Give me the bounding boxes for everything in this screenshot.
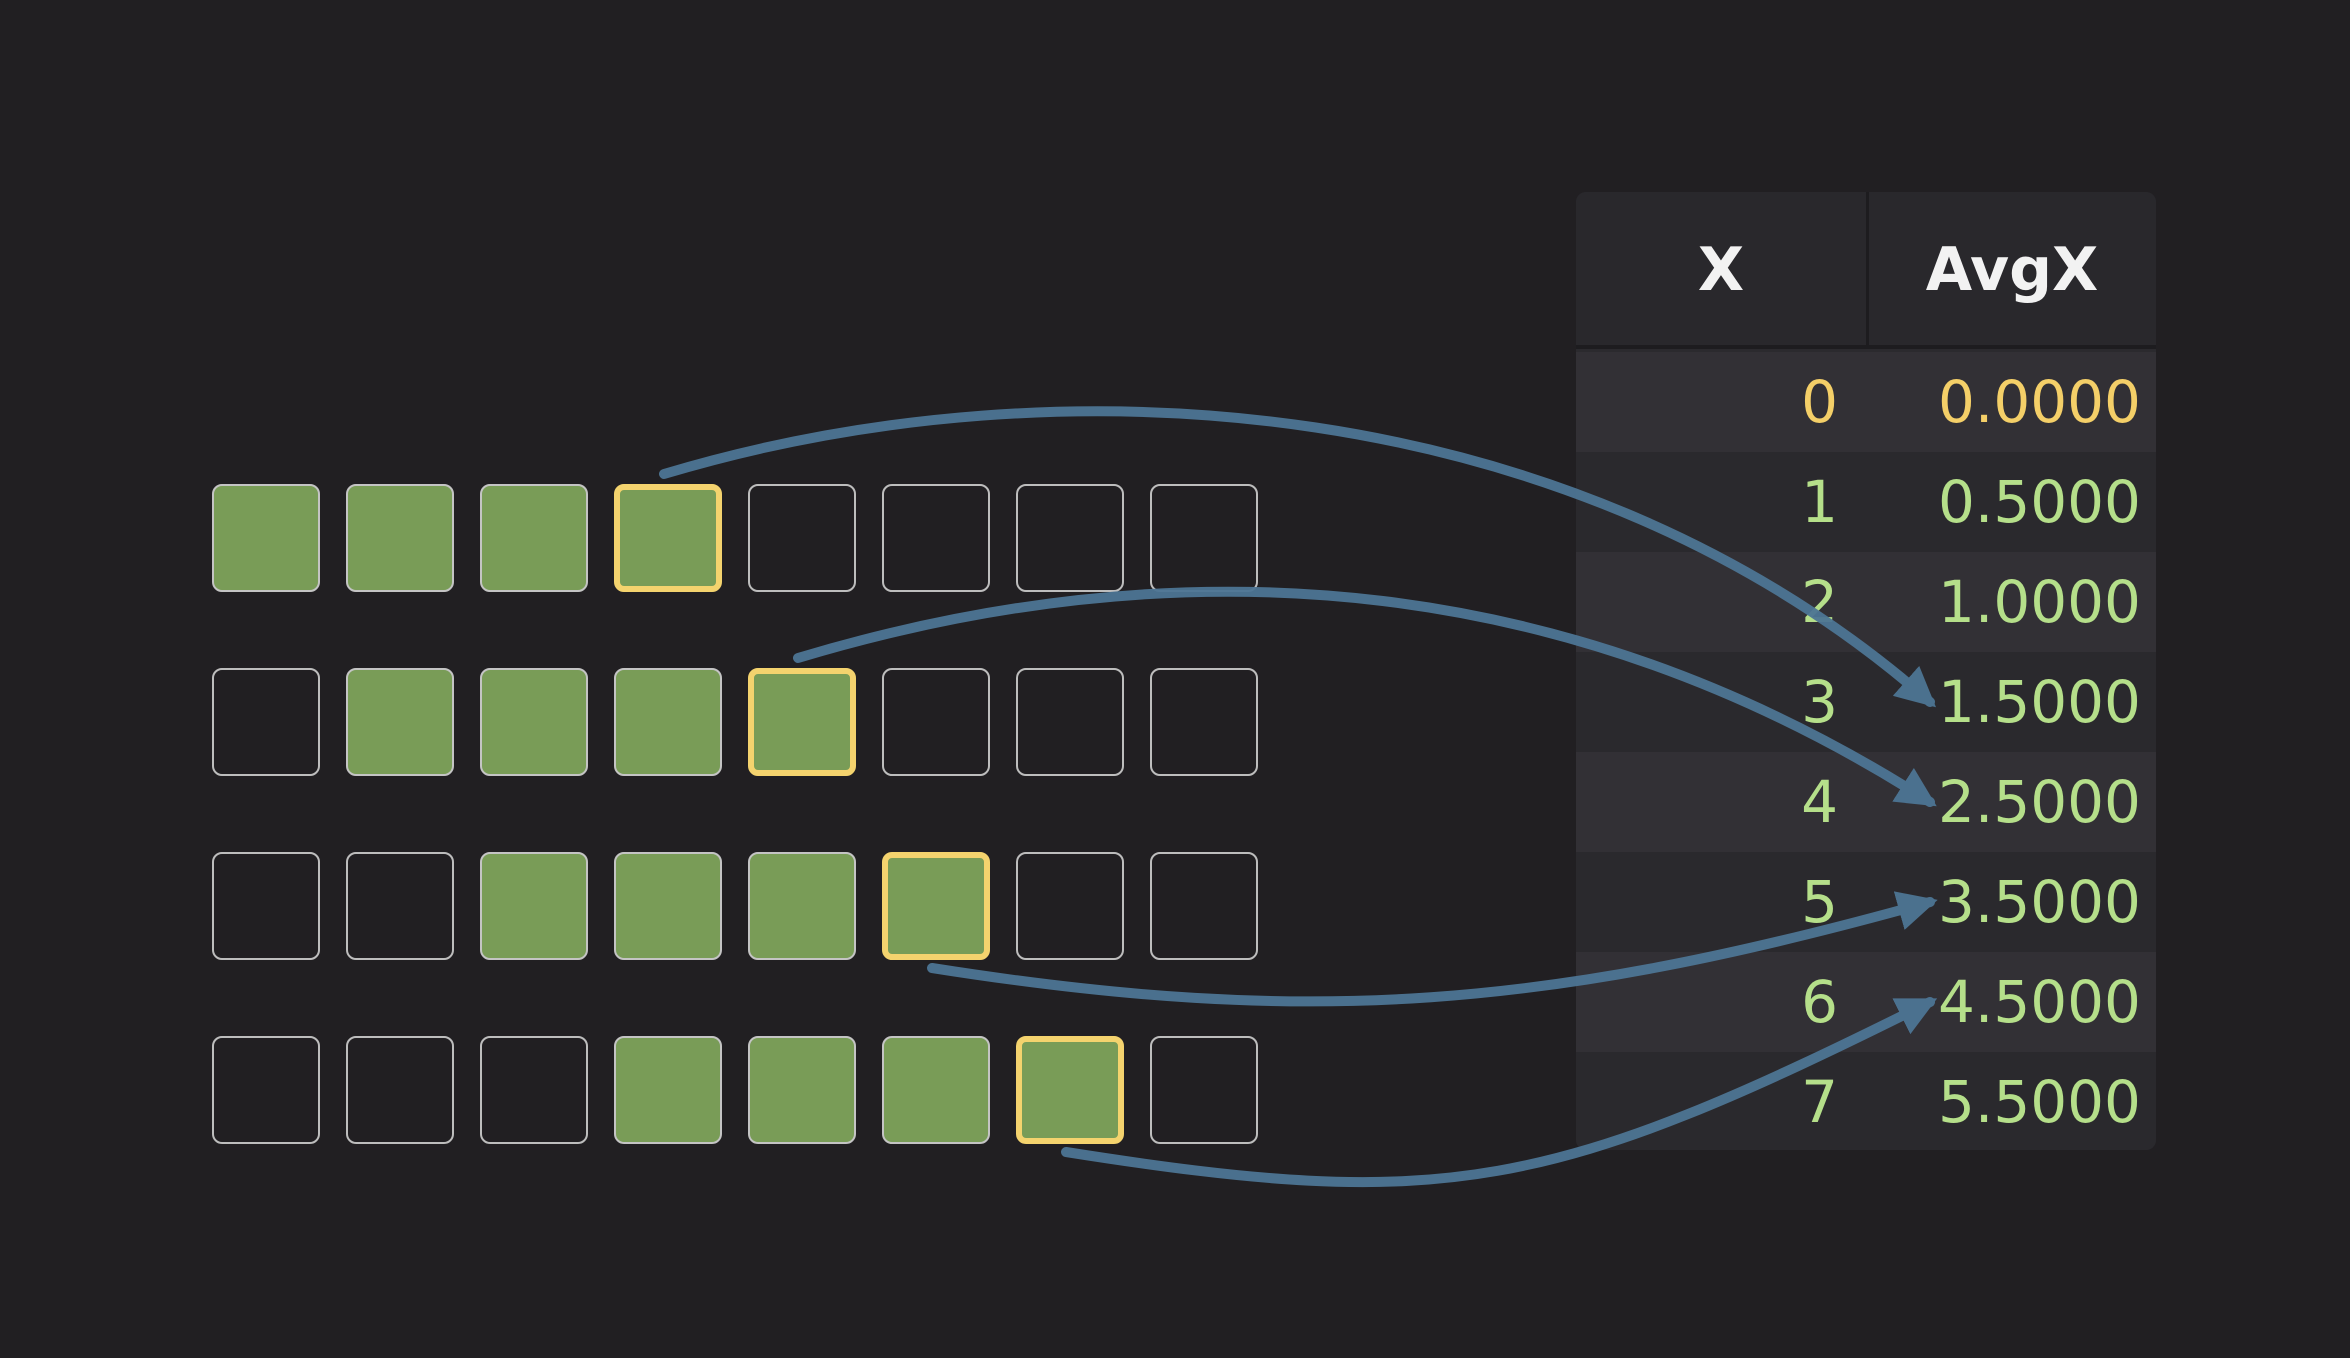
cell-avgx: 3.5000 [1938,868,2141,936]
cell-avgx: 1.5000 [1938,668,2141,736]
table-row: 6 4.5000 [1576,952,2156,1052]
window-cell [346,484,454,592]
cell-avgx: 0.0000 [1938,368,2141,436]
cell-x: 1 [1801,468,1838,536]
window-cell [748,1036,856,1144]
empty-cell [748,484,856,592]
table-row: 4 2.5000 [1576,752,2156,852]
header-divider [1866,192,1869,348]
current-cell [882,852,990,960]
table-header: X AvgX [1576,192,2156,349]
cell-x: 2 [1801,568,1838,636]
window-cell [748,852,856,960]
column-header-avgx: AvgX [1925,235,2099,305]
empty-cell [882,668,990,776]
empty-cell [1016,484,1124,592]
window-cell [480,852,588,960]
current-cell [1016,1036,1124,1144]
empty-cell [346,852,454,960]
cell-x: 5 [1801,868,1838,936]
table-row: 0 0.0000 [1576,352,2156,452]
empty-cell [212,852,320,960]
window-cell [882,1036,990,1144]
avg-table: X AvgX 0 0.0000 1 0.5000 2 1.0000 3 1.5000 4 2.50… [1576,192,2156,1150]
empty-cell [1150,1036,1258,1144]
column-header-x: X [1697,235,1745,305]
table-row: 1 0.5000 [1576,452,2156,552]
window-cell [212,484,320,592]
cell-avgx: 5.5000 [1938,1068,2141,1136]
empty-cell [346,1036,454,1144]
empty-cell [212,668,320,776]
cell-x: 0 [1801,368,1838,436]
cell-avgx: 2.5000 [1938,768,2141,836]
header-bottom-divider [1576,345,2156,349]
table-row: 2 1.0000 [1576,552,2156,652]
empty-cell [1016,852,1124,960]
window-cell [614,852,722,960]
empty-cell [212,1036,320,1144]
table-row: 3 1.5000 [1576,652,2156,752]
cell-x: 4 [1801,768,1838,836]
current-cell [748,668,856,776]
empty-cell [1150,484,1258,592]
cell-x: 3 [1801,668,1838,736]
cell-avgx: 1.0000 [1938,568,2141,636]
window-cell [480,668,588,776]
current-cell [614,484,722,592]
cell-avgx: 4.5000 [1938,968,2141,1036]
cell-x: 7 [1801,1068,1838,1136]
empty-cell [1150,668,1258,776]
table-row: 7 5.5000 [1576,1052,2156,1150]
cell-avgx: 0.5000 [1938,468,2141,536]
window-cell [614,1036,722,1144]
window-cell [346,668,454,776]
cell-x: 6 [1801,968,1838,1036]
window-cell [480,484,588,592]
window-cell [614,668,722,776]
empty-cell [1016,668,1124,776]
empty-cell [480,1036,588,1144]
empty-cell [882,484,990,592]
empty-cell [1150,852,1258,960]
table-row: 5 3.5000 [1576,852,2156,952]
